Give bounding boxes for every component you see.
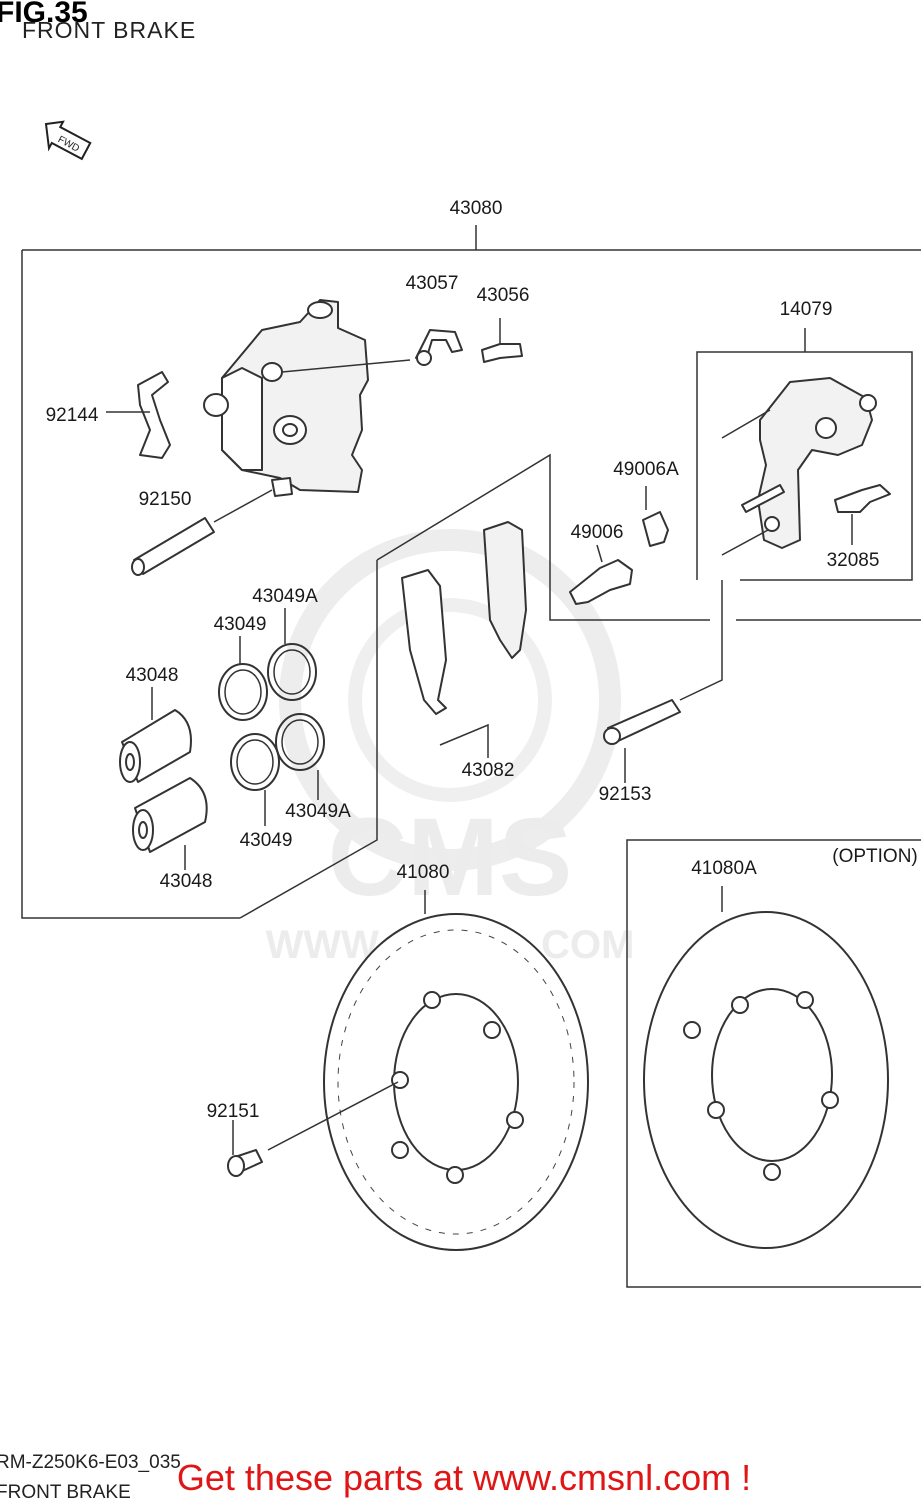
label-43080: 43080 <box>450 198 503 219</box>
label-43048-top: 43048 <box>126 665 179 686</box>
watermark-brand: CMS <box>328 796 572 919</box>
label-43049A-top: 43049A <box>252 586 318 607</box>
label-92144: 92144 <box>46 405 99 426</box>
label-32085: 32085 <box>827 550 880 571</box>
caliper-pin <box>131 489 273 576</box>
bleed-valve-cap <box>281 329 463 373</box>
pad-box-frame <box>239 453 921 919</box>
cmsnl-watermark: CMS WWW.CMSNL.COM <box>266 529 634 967</box>
disc-screw <box>227 1120 263 1177</box>
brake-disc-option <box>643 886 889 1249</box>
label-option: (OPTION) <box>832 846 918 867</box>
label-92151: 92151 <box>207 1101 260 1122</box>
label-92150: 92150 <box>139 489 192 510</box>
figure-number: FIG.35 <box>0 0 88 29</box>
label-43057: 43057 <box>406 273 459 294</box>
label-49006A: 49006A <box>613 459 679 480</box>
caliper-bracket <box>721 377 877 556</box>
label-14079: 14079 <box>780 299 833 320</box>
fwd-arrow-icon: FWD <box>44 120 92 161</box>
label-43049-top: 43049 <box>214 614 267 635</box>
label-43048-bottom: 43048 <box>160 871 213 892</box>
pad-retainer <box>834 484 891 545</box>
label-43049A-bottom: 43049A <box>285 801 351 822</box>
label-43049-bottom: 43049 <box>240 830 293 851</box>
caliper-assembly-frame <box>21 225 921 919</box>
label-43056: 43056 <box>477 285 530 306</box>
label-43082: 43082 <box>462 760 515 781</box>
option-disc-frame <box>626 839 921 1288</box>
slide-pin-boots <box>569 486 669 605</box>
brake-pads <box>401 521 527 758</box>
bleed-valve <box>481 318 523 363</box>
footer-ref-title: FRONT BRAKE <box>0 1482 131 1500</box>
caliper-pistons <box>119 687 208 870</box>
bracket-bolt <box>603 580 723 783</box>
promo-link[interactable]: Get these parts at www.cmsnl.com ! <box>177 1457 751 1498</box>
label-41080A: 41080A <box>691 858 757 879</box>
footer-ref-code: RM-Z250K6-E03_035 <box>0 1452 181 1473</box>
bracket-frame <box>696 328 913 581</box>
piston-seals <box>218 608 325 826</box>
label-49006: 49006 <box>571 522 624 543</box>
pad-spring <box>106 371 171 459</box>
caliper-body <box>203 299 369 497</box>
figure-title: FRONT BRAKE <box>22 17 196 43</box>
label-92153: 92153 <box>599 784 652 805</box>
label-41080: 41080 <box>397 862 450 883</box>
brake-disc <box>267 890 589 1251</box>
